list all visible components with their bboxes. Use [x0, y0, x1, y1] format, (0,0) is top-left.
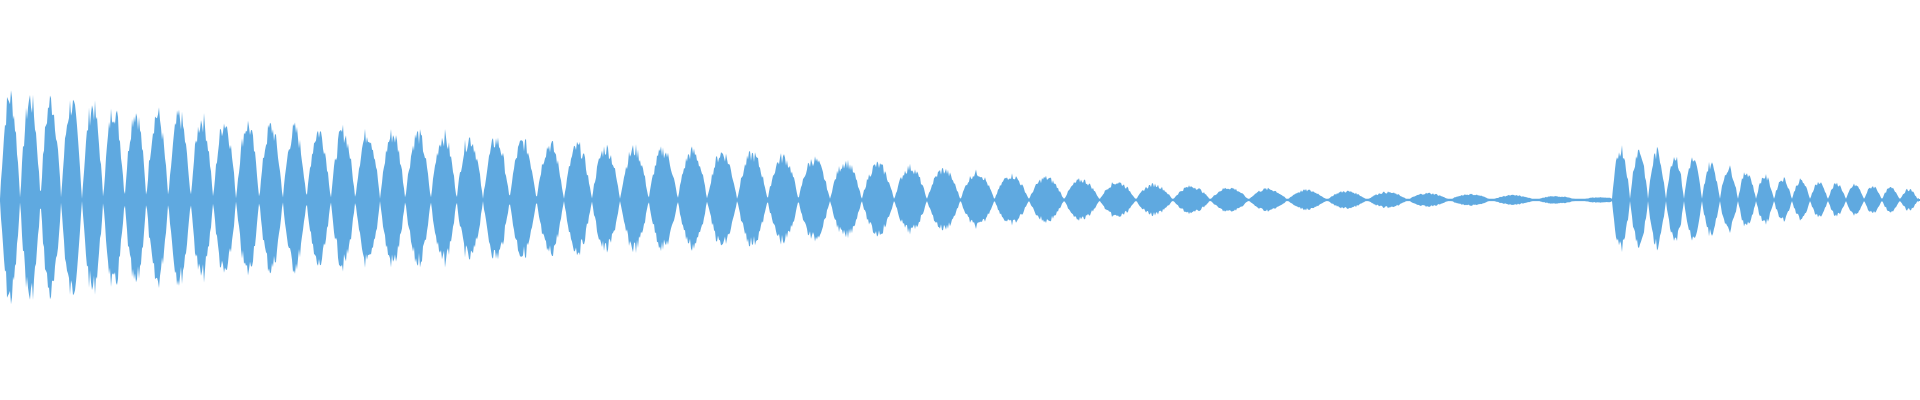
- waveform-trace: [0, 90, 1920, 305]
- waveform-fill: [0, 90, 1919, 305]
